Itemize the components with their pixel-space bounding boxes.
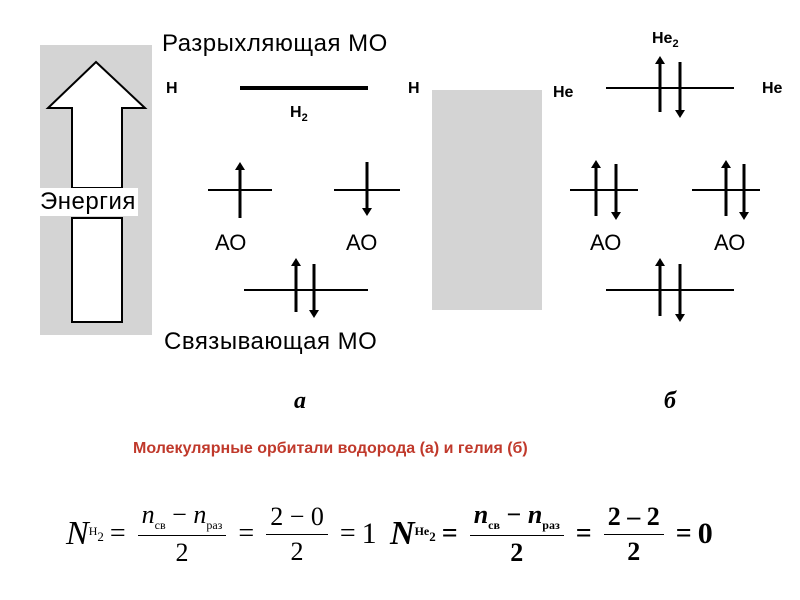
- h-right-atom-label: H: [408, 80, 420, 97]
- bond-order-symbol: N: [66, 515, 89, 552]
- bond-order-symbol: N: [390, 515, 415, 552]
- figure-caption: Молекулярные орбитали водорода (а) и гел…: [133, 440, 528, 457]
- panel-letter-b: б: [664, 388, 676, 414]
- numeric-fraction: 2 – 2 2: [603, 502, 664, 567]
- h-left-ao-label: АО: [215, 230, 247, 255]
- h-right-ao-label: АО: [346, 230, 378, 255]
- he-left-atom-label: He: [553, 84, 574, 101]
- he-left-ao-label: АО: [590, 230, 622, 255]
- energy-label: Энергия: [38, 188, 138, 216]
- electron-count-fraction: nсв − nраз 2: [137, 500, 227, 568]
- panel-letter-a: а: [294, 388, 306, 414]
- h2-molecule-label: H2: [290, 104, 308, 125]
- bond-order-result: 0: [697, 517, 713, 550]
- electron-count-fraction: nсв − nраз 2: [469, 500, 564, 568]
- he2-molecule-label: He2: [652, 30, 679, 51]
- he-right-atom-label: He: [762, 80, 783, 97]
- bond-order-result: 1: [361, 517, 377, 550]
- he-right-ao-label: АО: [714, 230, 746, 255]
- antibonding-mo-label: Разрыхляющая МО: [162, 30, 388, 57]
- bonding-mo-label: Связывающая МО: [164, 328, 378, 355]
- energy-arrow-shaft: [71, 217, 123, 323]
- middle-panel: [432, 90, 542, 310]
- numeric-fraction: 2 − 0 2: [266, 502, 328, 567]
- h-left-atom-label: H: [166, 80, 178, 97]
